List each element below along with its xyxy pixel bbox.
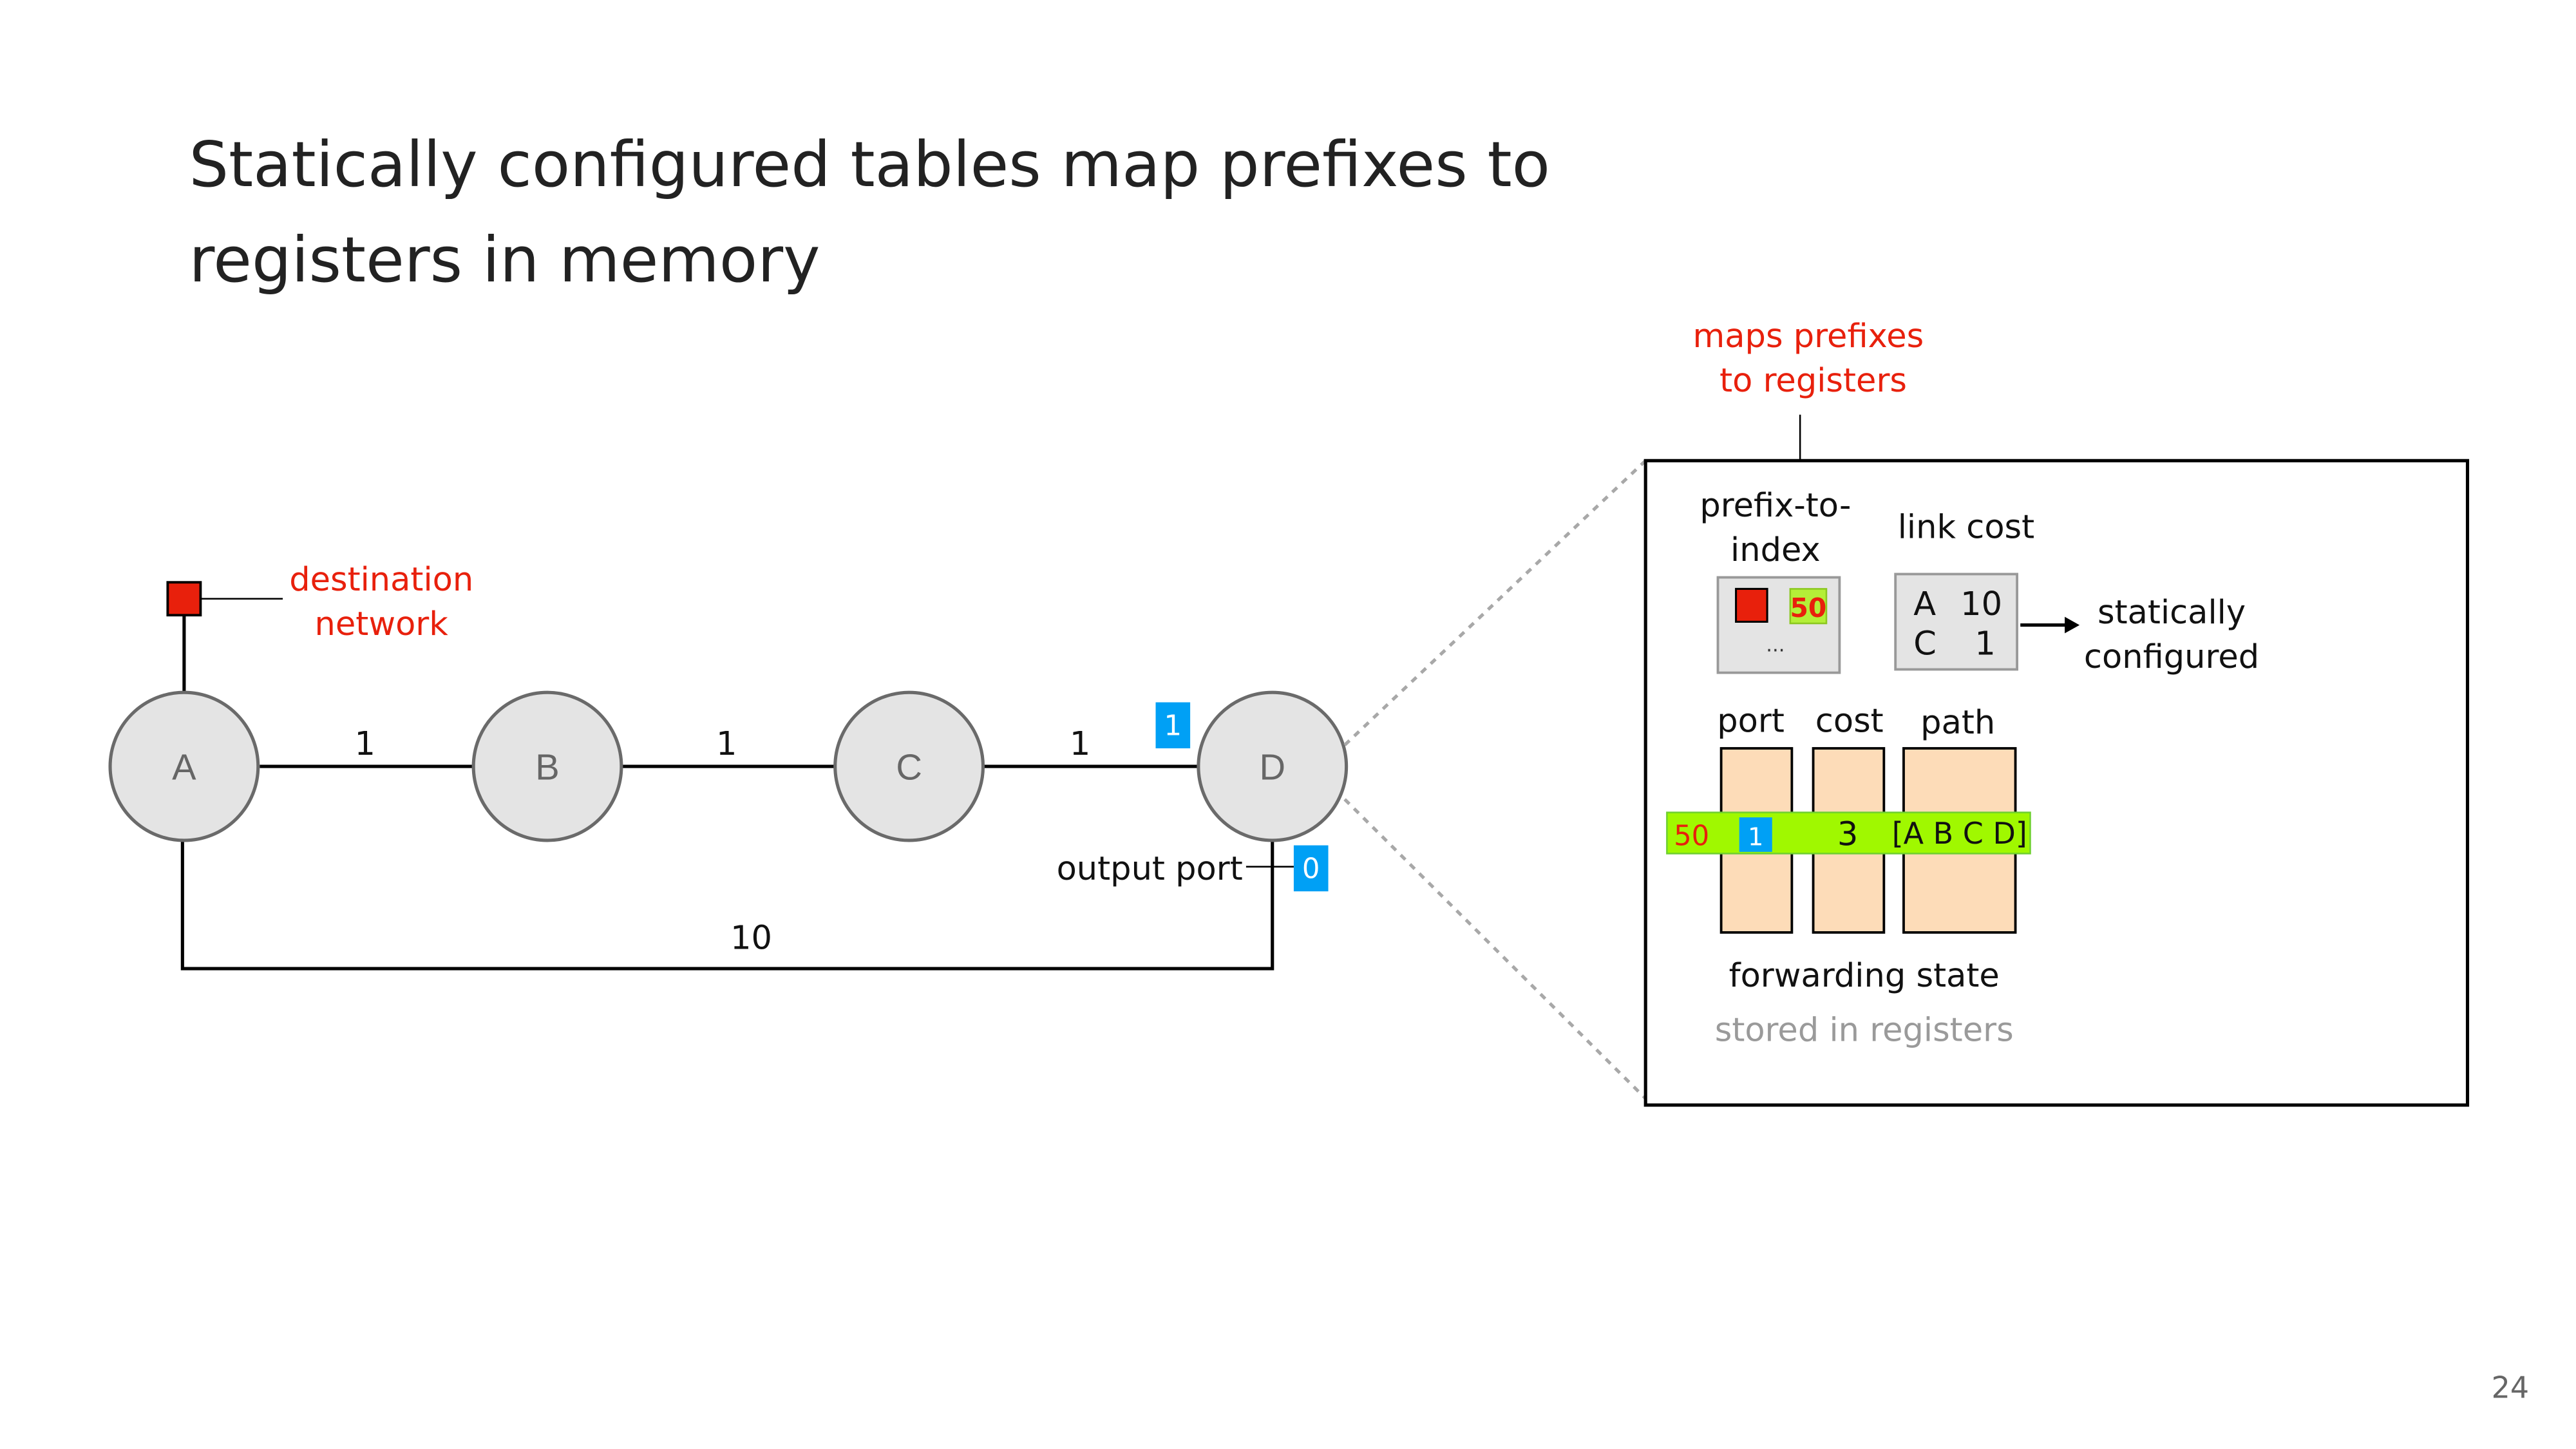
maps-prefixes-annotation-line-2: to registers — [1719, 362, 1907, 400]
link-cost-row-a-cost: 10 — [1960, 585, 2002, 623]
statically-configured-line-2: configured — [2084, 638, 2259, 676]
forwarding-row-path: [A B C D] — [1892, 816, 2027, 851]
link-cost-c-d: 1 — [1070, 725, 1090, 763]
link-cost-table-title: link cost — [1898, 508, 2034, 546]
link-cost-row-a-node: A — [1913, 585, 1936, 623]
network-graph: destination network 1 1 1 10 A B C D 1 0 — [108, 561, 1349, 971]
forwarding-row-port-badge — [1739, 817, 1772, 852]
router-node-d[interactable]: D — [1197, 690, 1349, 842]
forwarding-row-index: 50 — [1674, 820, 1709, 853]
link-cost-a-d: 10 — [730, 919, 772, 957]
destination-label-line-2: network — [315, 605, 449, 643]
router-node-c-label: C — [896, 747, 922, 788]
prefix-to-index-table: 50 ... — [1716, 576, 1841, 674]
link-cost-b-c: 1 — [716, 725, 737, 763]
forwarding-row-cost: 3 — [1837, 816, 1858, 854]
link-cost-table: A 10 C 1 — [1894, 573, 2019, 671]
page-number: 24 — [2492, 1370, 2529, 1405]
router-node-d-label: D — [1259, 747, 1285, 788]
link-cost-a-b: 1 — [354, 725, 375, 763]
router-node-b[interactable]: B — [471, 690, 623, 842]
zoom-line-bottom — [1343, 798, 1647, 1100]
router-node-a[interactable]: A — [108, 690, 260, 842]
prefix-entry-icon — [1735, 587, 1768, 623]
link-a-d — [180, 840, 1274, 971]
destination-label-line-1: destination — [289, 561, 473, 599]
forwarding-row-port: 1 — [1748, 823, 1763, 852]
port-badge-1 — [1155, 702, 1191, 749]
link-cost-row-c-node: C — [1913, 625, 1937, 663]
output-port-label: output port — [1057, 850, 1243, 888]
destination-network-icon — [166, 581, 202, 617]
prefix-table-ellipsis: ... — [1766, 634, 1785, 656]
prefix-index-cell — [1789, 588, 1828, 625]
static-arrow-icon — [2065, 616, 2080, 634]
prefix-table-title-line-2: index — [1730, 531, 1821, 569]
port-badge-0 — [1293, 845, 1329, 892]
router-node-a-label: A — [172, 747, 196, 788]
forwarding-state-label: forwarding state — [1729, 957, 2000, 995]
register-header-cost: cost — [1815, 702, 1884, 740]
port-badge-0-label: 0 — [1302, 853, 1320, 886]
maps-prefixes-annotation-line-1: maps prefixes — [1693, 317, 1924, 355]
register-header-path: path — [1920, 704, 1995, 742]
slide-title-line-2: registers in memory — [189, 223, 820, 296]
forwarding-state-row: 50 1 3 [A B C D] — [1666, 811, 2031, 855]
statically-configured-line-1: statically — [2098, 594, 2246, 632]
router-node-c[interactable]: C — [833, 690, 985, 842]
stored-in-registers-label: stored in registers — [1715, 1011, 2014, 1049]
link-cost-row-c-cost: 1 — [1975, 625, 1995, 663]
router-node-b-label: B — [535, 747, 559, 788]
prefix-table-title-line-1: prefix-to- — [1700, 487, 1851, 525]
register-header-port: port — [1717, 702, 1785, 740]
slide-title-line-1: Statically configured tables map prefixe… — [189, 128, 1550, 201]
prefix-index-value: 50 — [1790, 592, 1826, 623]
zoom-line-top — [1343, 459, 1647, 746]
port-badge-1-label: 1 — [1164, 710, 1182, 743]
